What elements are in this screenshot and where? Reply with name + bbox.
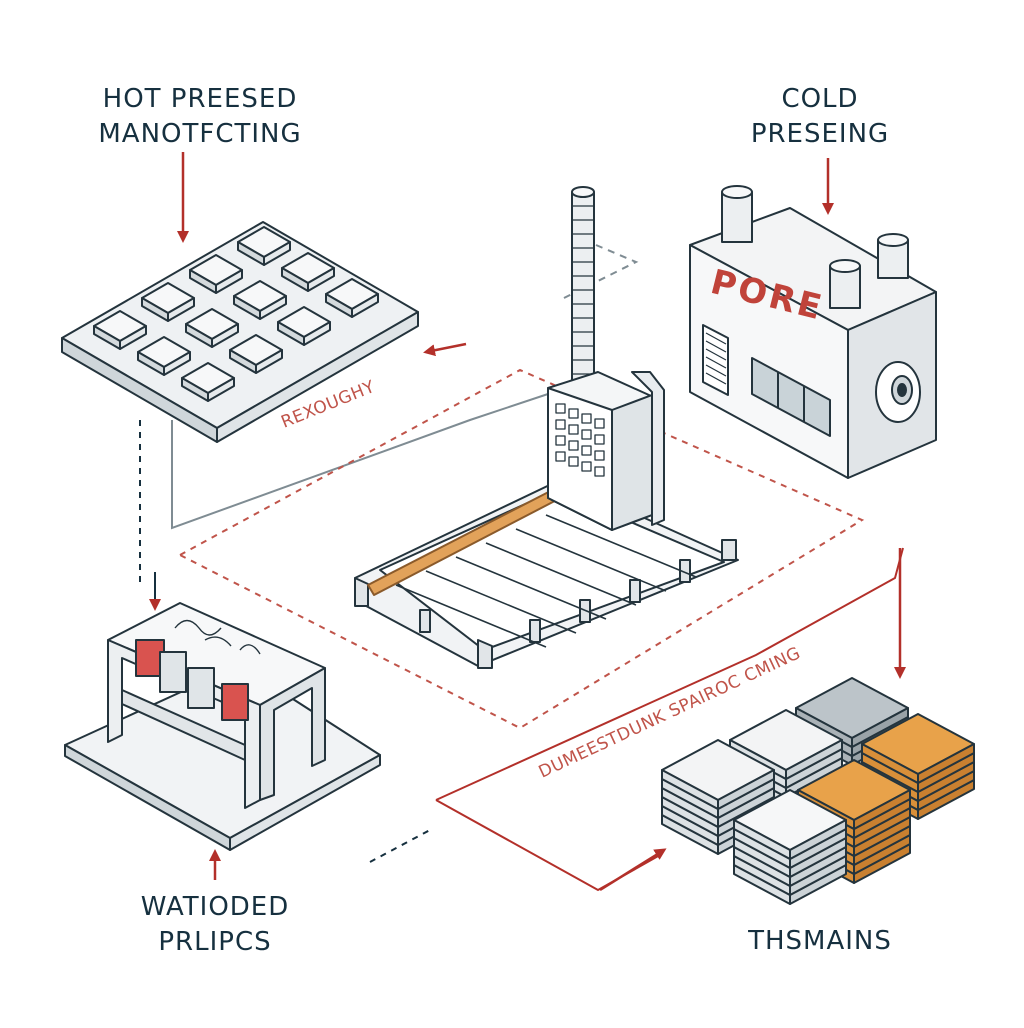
label-hot-line2: MANOTFCTING — [98, 119, 302, 150]
label-thsmains: THSMAINS — [700, 924, 940, 959]
head-grid-cell — [568, 456, 579, 467]
tray-tile-right — [207, 377, 235, 402]
stack-orange-front-right — [853, 789, 911, 830]
tray-tile-right — [163, 351, 191, 376]
component-machine — [64, 602, 381, 851]
tray-tile — [233, 280, 287, 320]
tray-tile — [181, 362, 235, 402]
red-route-return — [435, 799, 661, 892]
tray-tile-right — [303, 321, 331, 346]
head-grid-cell — [568, 424, 579, 435]
tray-tile-right — [215, 269, 243, 294]
arrow-return — [599, 848, 667, 892]
rail-leg — [629, 579, 641, 603]
stack-white-back — [729, 709, 843, 780]
head-grid-cell — [594, 466, 605, 477]
red-dashed-loop — [179, 368, 865, 730]
label-thsm-line1: THSMAINS — [748, 926, 892, 956]
label-cold-pressing: COLD PRESEING — [720, 82, 920, 152]
tray-tile — [325, 278, 379, 318]
rail-leg — [419, 609, 431, 633]
cross-rail — [515, 528, 667, 592]
arrow-left — [423, 342, 467, 357]
head-grid-cell — [555, 435, 566, 446]
label-wat-line2: PRLIPCS — [158, 927, 272, 958]
tray-tile — [189, 254, 243, 294]
tray-tile — [229, 334, 283, 374]
label-hot-pressed: HOT PREESED MANOTFCTING — [70, 82, 330, 152]
label-hot-line1: HOT PREESED — [102, 84, 298, 114]
column-rings — [572, 205, 594, 375]
cross-rail — [395, 584, 547, 648]
cold-press-building — [689, 185, 937, 479]
cross-rail — [545, 514, 697, 578]
tray-tile-right — [259, 295, 287, 320]
head-grid-cell — [581, 461, 592, 472]
head-grid-cell — [581, 429, 592, 440]
stack-gray — [795, 677, 909, 748]
tray-tile — [237, 226, 291, 266]
tray-tile — [93, 310, 147, 350]
head-grid-cell — [594, 450, 605, 461]
head-grid-cell — [581, 413, 592, 424]
tray-tile — [281, 252, 335, 292]
stack-white-back-right — [785, 739, 843, 780]
stack-orange-back-right — [917, 743, 975, 784]
cross-rail — [425, 570, 577, 634]
label-watioded: WATIODED PRLIPCS — [95, 890, 335, 960]
head-grid-cell — [568, 408, 579, 419]
tray-tile-right — [255, 349, 283, 374]
head-grid-cell — [594, 418, 605, 429]
head-grid-cell — [594, 434, 605, 445]
cross-rail — [455, 556, 607, 620]
gray-link-tray — [171, 389, 561, 530]
head-grid — [555, 403, 605, 477]
tray-tiles — [93, 226, 379, 402]
tray-tile-right — [351, 293, 379, 318]
label-wat-line1: WATIODED — [140, 892, 290, 922]
head-grid-cell — [555, 451, 566, 462]
tray-tile-right — [263, 241, 291, 266]
plate-stacks — [661, 677, 975, 905]
label-cold-line1: COLD — [781, 84, 859, 114]
tray-tile — [277, 306, 331, 346]
head-grid-cell — [581, 445, 592, 456]
press-machine — [354, 186, 739, 669]
stack-orange-back — [861, 713, 975, 784]
tray-tile-right — [119, 325, 147, 350]
tray-tile — [185, 308, 239, 348]
cross-rail — [485, 542, 637, 606]
stack-white-front — [733, 789, 847, 860]
head-grid-cell — [555, 403, 566, 414]
tray-tile — [141, 282, 195, 322]
dashed-lower-link — [369, 829, 431, 863]
stack-orange-front — [797, 759, 911, 830]
label-cold-line2: PRESEING — [750, 119, 890, 150]
stack-white-left — [661, 739, 775, 810]
tile-tray — [61, 221, 419, 443]
tray-tile-right — [307, 267, 335, 292]
gray-dashed-link — [559, 244, 639, 301]
tray-tile-right — [167, 297, 195, 322]
head-grid-cell — [568, 440, 579, 451]
cross-rails — [395, 514, 697, 648]
rail-leg — [529, 619, 541, 643]
head-grid-cell — [555, 419, 566, 430]
tray-tile-right — [211, 323, 239, 348]
stack-gray-right — [851, 707, 909, 748]
tray-tile — [137, 336, 191, 376]
stack-white-left-right — [717, 769, 775, 810]
arrows — [149, 152, 906, 892]
stack-white-front-right — [789, 819, 847, 860]
